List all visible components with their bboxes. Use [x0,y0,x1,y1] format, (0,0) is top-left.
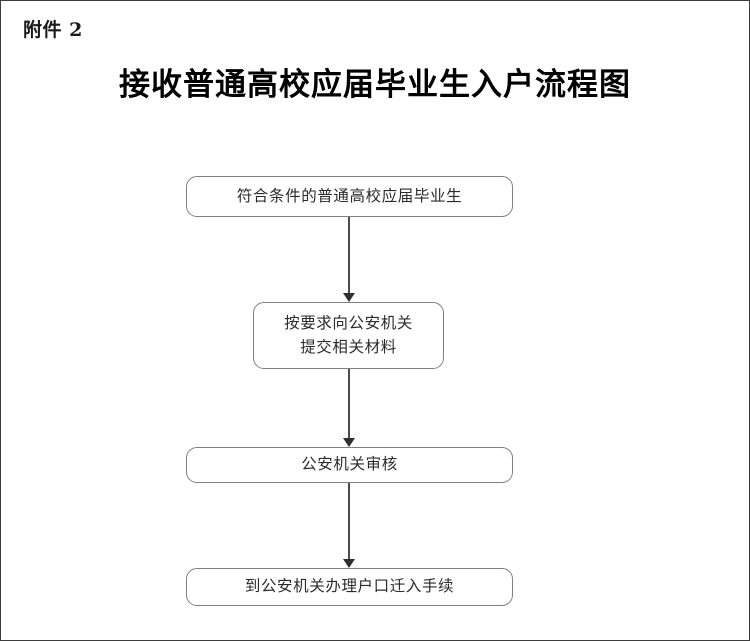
connector-shaft [348,483,350,559]
arrow-down-icon [343,438,355,447]
flow-node-start-line-1: 符合条件的普通高校应届毕业生 [236,187,463,205]
arrow-down-icon [343,559,355,568]
flow-node-start: 符合条件的普通高校应届毕业生 [186,176,513,217]
flow-node-submit-materials: 按要求向公安机关 提交相关材料 [253,302,444,369]
flow-connector-start-to-submit [342,217,356,302]
page-title: 接收普通高校应届毕业生入户流程图 [119,67,631,103]
flow-node-police-review-line-1: 公安机关审核 [301,456,398,473]
connector-shaft [348,217,350,293]
connector-shaft [348,369,350,438]
flow-node-submit-materials-line-1: 按要求向公安机关 [284,314,413,332]
arrow-down-icon [343,293,355,302]
flow-node-hukou-transfer: 到公安机关办理户口迁入手续 [186,568,513,606]
flow-node-hukou-transfer-line-1: 到公安机关办理户口迁入手续 [244,578,455,595]
flow-node-submit-materials-line-2: 提交相关材料 [300,338,397,356]
flow-connector-submit-to-review [342,369,356,447]
flow-node-police-review: 公安机关审核 [186,447,513,483]
attachment-label: 附件 2 [23,19,83,41]
flow-connector-review-to-transfer [342,483,356,568]
